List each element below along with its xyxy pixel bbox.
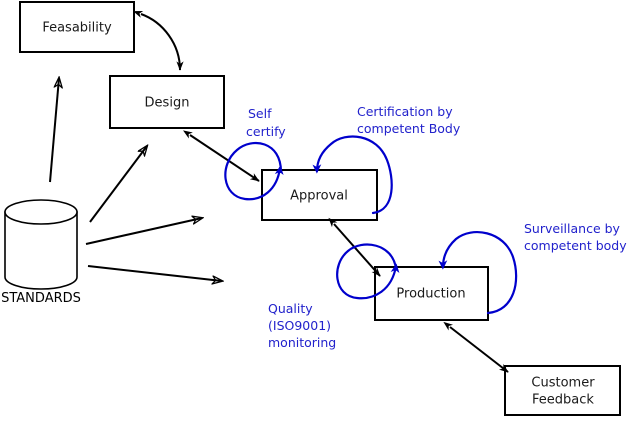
- arrow-design-approval: [183, 130, 260, 182]
- annotation-quality-line3: monitoring: [268, 335, 336, 350]
- annotation-self-certify: Self certify: [246, 106, 286, 139]
- connection-production-customer-feedback: [443, 321, 509, 373]
- node-design[interactable]: Design: [109, 75, 225, 129]
- node-customer-feedback[interactable]: Customer Feedback: [504, 365, 621, 416]
- arrow-feasability-design: [133, 10, 184, 71]
- connection-standards-design: [89, 146, 147, 223]
- cylinder-top-ellipse: [4, 199, 78, 225]
- annotation-quality-monitoring: Quality (ISO9001) monitoring: [268, 301, 336, 350]
- arrow-standards-design: [89, 146, 147, 223]
- loop-self-certify: [224, 141, 284, 201]
- connection-feasability-design: [133, 10, 184, 71]
- annotation-quality-line2: (ISO9001): [268, 318, 331, 333]
- loop-arrow-quality: [336, 243, 400, 300]
- annotation-quality-line1: Quality: [268, 301, 313, 316]
- loop-surveillance-competent-body: [438, 231, 518, 315]
- node-standards-label: STANDARDS: [1, 291, 81, 306]
- arrow-production-customer-feedback: [443, 321, 509, 373]
- connection-approval-production: [328, 217, 381, 277]
- annotation-self-certify-line1: Self: [248, 106, 272, 121]
- loop-certification-competent-body: [312, 135, 393, 215]
- node-customer-feedback-box: [504, 365, 621, 416]
- arrow-standards-approval: [85, 218, 202, 245]
- arrow-standards-production: [87, 265, 222, 281]
- loop-arrow-certification: [312, 135, 393, 215]
- connection-standards-production: [87, 265, 222, 281]
- node-design-box: [109, 75, 225, 129]
- annotation-surveillance-line2: competent body: [524, 238, 627, 253]
- loop-quality-monitoring: [336, 243, 400, 300]
- connection-standards-feasability: [49, 78, 59, 183]
- annotation-certification-line2: competent Body: [357, 121, 461, 136]
- node-approval-label: Approval: [290, 189, 348, 204]
- loop-arrow-self-certify: [224, 141, 284, 201]
- node-production[interactable]: Production: [374, 266, 489, 321]
- annotation-certification-competent-body: Certification by competent Body: [357, 104, 461, 136]
- node-feasability-box: [19, 1, 135, 53]
- node-feasability[interactable]: Feasability: [19, 1, 135, 53]
- connection-standards-approval: [85, 218, 202, 245]
- annotation-certification-line1: Certification by: [357, 104, 453, 119]
- annotation-surveillance-line1: Surveillance by: [524, 221, 621, 236]
- annotation-surveillance-competent-body: Surveillance by competent body: [524, 221, 627, 253]
- node-customer-feedback-label-line2: Feedback: [532, 393, 594, 408]
- node-approval[interactable]: Approval: [261, 169, 378, 221]
- arrow-standards-feasability: [49, 78, 59, 183]
- loop-arrow-surveillance: [438, 231, 518, 315]
- node-feasability-label: Feasability: [42, 21, 112, 36]
- connection-design-approval: [183, 130, 260, 182]
- annotation-self-certify-line2: certify: [246, 124, 286, 139]
- cylinder-body: [4, 211, 78, 290]
- node-design-label: Design: [145, 96, 190, 111]
- node-production-label: Production: [396, 287, 465, 302]
- arrow-approval-production: [328, 217, 381, 277]
- node-customer-feedback-label-line1: Customer: [531, 376, 595, 391]
- node-standards-datastore[interactable]: STANDARDS: [1, 199, 81, 306]
